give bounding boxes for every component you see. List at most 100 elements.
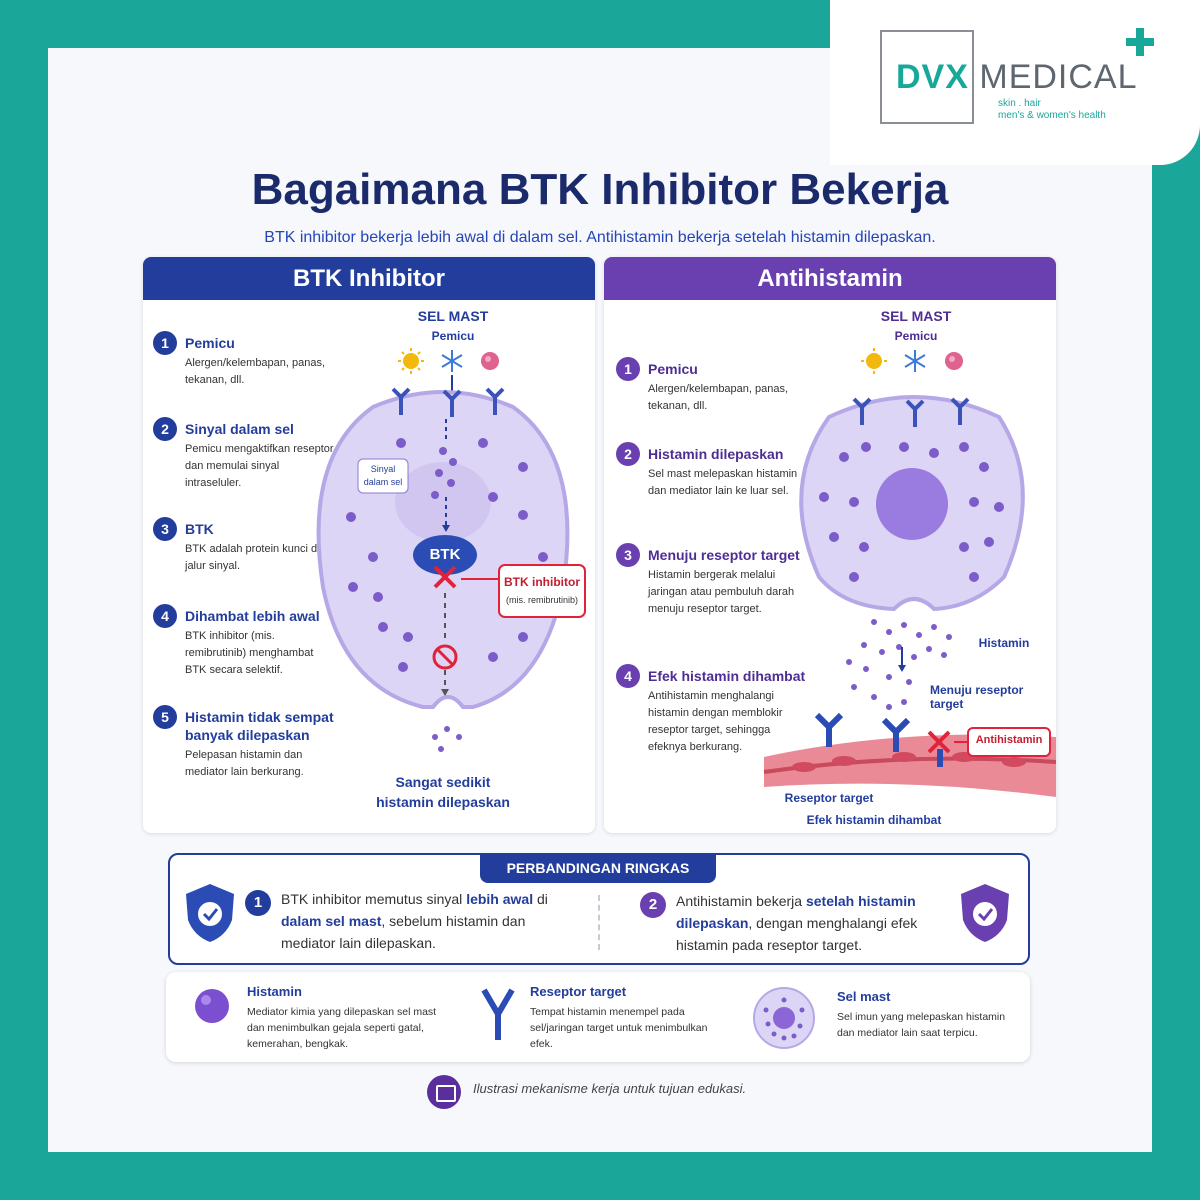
step-text: Alergen/kelembapan, panas, tekanan, dll. <box>648 383 789 412</box>
receptor-icons <box>391 387 505 417</box>
brand-tagline-2: men's & women's health <box>998 110 1106 121</box>
step-number: 4 <box>616 664 640 688</box>
signal-label: Sinyal dalam sel <box>363 464 403 487</box>
mast-cell-icon <box>753 987 815 1049</box>
step-number: 1 <box>153 331 177 355</box>
step-text: BTK adalah protein kunci di jalur sinyal… <box>185 543 320 572</box>
brand-name-dvx: DVX <box>896 58 969 96</box>
target-receptor-icons <box>814 712 911 752</box>
comparison-divider <box>598 895 600 950</box>
medical-plus-icon <box>1126 28 1154 56</box>
legend-histamine-text: Mediator kimia yang dilepaskan sel mast … <box>247 1006 437 1050</box>
cell-nucleus <box>395 462 491 542</box>
legend-box <box>166 972 1030 1062</box>
brand-tagline: skin . hair men's & women's health <box>998 98 1106 122</box>
comparison-number-1: 1 <box>245 890 271 916</box>
step-number: 5 <box>153 705 177 729</box>
step-title: Pemicu <box>185 335 235 351</box>
step-number: 2 <box>616 442 640 466</box>
step-title: Dihambat lebih awal <box>185 608 320 624</box>
btk-inhibitor-panel: BTK Inhibitor 1 Pemicu Alergen/kelembapa… <box>143 257 595 833</box>
btk-result-label: Sangat sedikit histamin dilepaskan <box>376 774 510 810</box>
btk-protein <box>413 535 477 575</box>
step-text: Antihistamin menghalangi histamin dengan… <box>648 690 783 753</box>
antihistamine-illustration <box>763 348 1056 797</box>
snowflake-icon <box>904 350 926 372</box>
toward-receptor-label: Menuju reseptor target <box>930 683 1024 711</box>
step-number: 3 <box>153 517 177 541</box>
btk-inhibitor-example: (mis. remibrutinib) <box>505 595 578 605</box>
step-number: 1 <box>616 357 640 381</box>
receptor-label: Reseptor target <box>784 791 874 805</box>
btk-inhibitor-label: BTK inhibitor <box>504 575 580 589</box>
comparison-number-2: 2 <box>640 892 666 918</box>
comparison-text-2: Antihistamin bekerja setelah histamin di… <box>676 893 918 953</box>
signal-label-box <box>357 458 409 494</box>
step-title: Histamin tidak sempat banyak dilepaskan <box>185 709 334 743</box>
legend-receptor-text: Tempat histamin menempel pada sel/jaring… <box>530 1006 708 1050</box>
step-text: Alergen/kelembapan, panas, tekanan, dll. <box>185 357 326 386</box>
page-title: Bagaimana BTK Inhibitor Bekerja <box>251 165 949 214</box>
granules <box>819 442 1004 582</box>
btk-cell-label: SEL MAST <box>417 308 489 324</box>
red-blood-cells <box>792 752 1026 772</box>
step-text: BTK inhibitor (mis. remibrutinib) mengha… <box>185 630 314 676</box>
allergen-icon <box>481 352 499 370</box>
step-title: Efek histamin dihambat <box>648 668 806 684</box>
histamine-label: Histamin <box>978 636 1030 650</box>
receptor-icon <box>481 988 515 1040</box>
btk-trigger-label: Pemicu <box>431 329 475 343</box>
brand-name-medical: MEDICAL <box>979 58 1138 96</box>
released-histamine <box>846 619 952 710</box>
step-text: Pemicu mengaktifkan reseptor dan memulai… <box>185 443 334 489</box>
btk-mast-cell-illustration <box>316 348 586 752</box>
brand-card <box>830 0 1200 165</box>
granules <box>346 438 548 672</box>
step-number: 4 <box>153 604 177 628</box>
legend-receptor-title: Reseptor target <box>530 984 627 999</box>
allergen-icon <box>945 352 963 370</box>
step-number: 2 <box>153 417 177 441</box>
legend-histamine-title: Histamin <box>247 984 302 999</box>
step-text: Histamin bergerak melalui jaringan atau … <box>648 569 795 615</box>
ah-trigger-label: Pemicu <box>894 329 938 343</box>
btk-inhibitor-box <box>498 564 586 618</box>
released-histamine <box>432 726 462 752</box>
shield-check-icon <box>186 884 234 942</box>
step-title: Menuju reseptor target <box>648 547 800 563</box>
snowflake-icon <box>441 350 463 372</box>
brand-logo: DVX MEDICAL <box>896 58 1138 97</box>
step-title: Pemicu <box>648 361 698 377</box>
antihistamine-box <box>967 727 1051 757</box>
step-title: BTK <box>185 521 214 537</box>
book-icon <box>427 1075 461 1109</box>
sun-icon <box>861 348 887 374</box>
receptor-icons <box>852 397 970 427</box>
antihistamine-panel: Antihistamin 1 Pemicu Alergen/kelembapan… <box>604 257 1056 833</box>
step-text: Sel mast melepaskan histamin dan mediato… <box>648 468 798 497</box>
block-x-icon <box>927 730 951 754</box>
btk-label: BTK <box>429 546 461 563</box>
brand-logo-box <box>880 30 974 124</box>
step-number: 3 <box>616 543 640 567</box>
page-subtitle: BTK inhibitor bekerja lebih awal di dala… <box>264 229 936 246</box>
prohibit-icon <box>432 644 458 670</box>
footer-note: Ilustrasi mekanisme kerja untuk tujuan e… <box>473 1081 747 1096</box>
histamine-icon <box>195 989 229 1023</box>
brand-tagline-1: skin . hair <box>998 98 1041 109</box>
legend-mast-cell-title: Sel mast <box>837 989 891 1004</box>
sun-icon <box>398 348 424 374</box>
step-title: Sinyal dalam sel <box>185 421 294 437</box>
effect-label: Efek histamin dihambat <box>806 813 942 827</box>
antihistamine-panel-header: Antihistamin <box>604 257 1056 300</box>
antihistamine-label: Antihistamin <box>975 734 1043 746</box>
legend-mast-cell-text: Sel imun yang melepaskan histamin dan me… <box>837 1011 1006 1039</box>
block-x-icon <box>433 565 457 589</box>
shield-check-purple-icon <box>961 884 1009 942</box>
cell-nucleus <box>876 468 948 540</box>
comparison-header: PERBANDINGAN RINGKAS <box>480 853 716 883</box>
antihistamine-block <box>937 749 943 767</box>
comparison-text-1: BTK inhibitor memutus sinyal lebih awal … <box>281 891 548 951</box>
btk-panel-header: BTK Inhibitor <box>143 257 595 300</box>
ah-cell-label: SEL MAST <box>880 308 952 324</box>
